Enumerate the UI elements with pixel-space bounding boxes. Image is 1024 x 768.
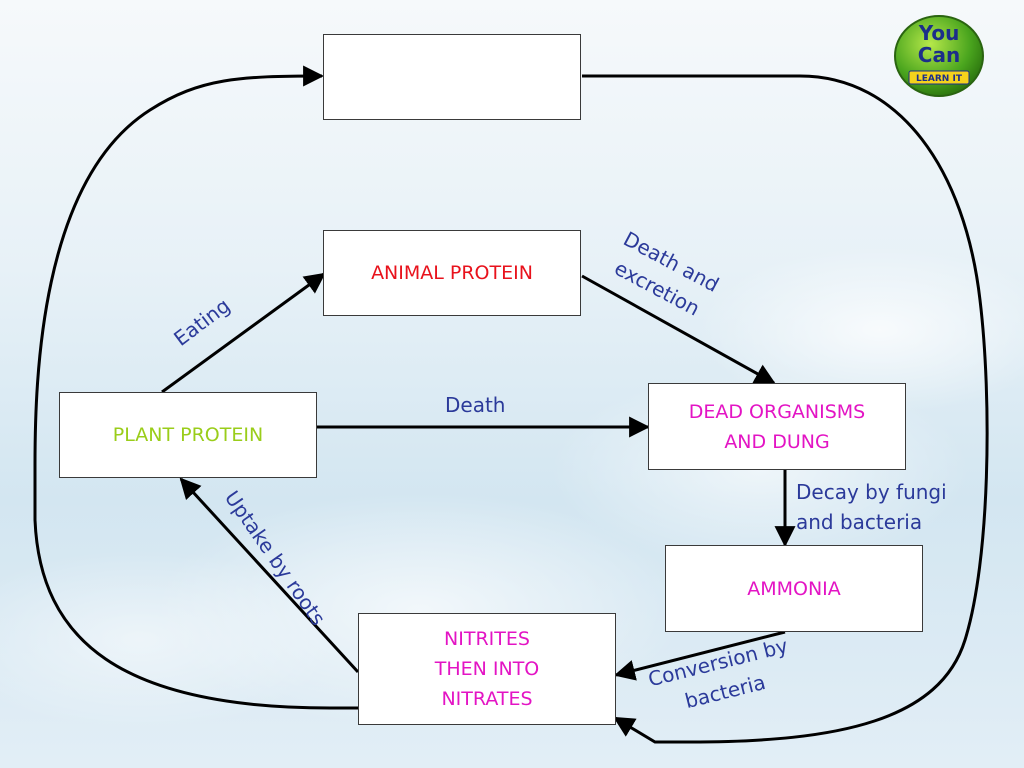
nitrites-text: NITRITES THEN INTO NITRATES bbox=[434, 628, 540, 710]
ammonia-box: AMMONIA bbox=[665, 545, 923, 632]
outer-loop-arrow bbox=[33, 65, 358, 710]
logo-icon: You Can LEARN IT bbox=[894, 15, 984, 97]
animal-protein-box: ANIMAL PROTEIN bbox=[323, 230, 581, 316]
outer-loop-right-arrow bbox=[582, 74, 989, 744]
eating-arrow bbox=[161, 272, 326, 394]
decay-label: Decay by fungi and bacteria bbox=[796, 480, 947, 534]
death-label: Death bbox=[445, 393, 506, 417]
logo-tagline: LEARN IT bbox=[916, 74, 963, 84]
logo-line2: Can bbox=[918, 43, 960, 67]
you-can-learn-it-logo: You Can LEARN IT bbox=[892, 14, 986, 100]
nitrites-box: NITRITES THEN INTO NITRATES bbox=[358, 613, 616, 725]
top-blank-box bbox=[323, 34, 581, 120]
dead-organisms-text: DEAD ORGANISMS AND DUNG bbox=[688, 400, 866, 453]
conversion-arrow bbox=[613, 630, 786, 681]
death-excretion-arrow bbox=[581, 274, 776, 385]
animal-protein-text: ANIMAL PROTEIN bbox=[371, 262, 533, 284]
dead-organisms-box: DEAD ORGANISMS AND DUNG bbox=[648, 383, 906, 470]
plant-protein-text: PLANT PROTEIN bbox=[112, 424, 264, 446]
ammonia-text: AMMONIA bbox=[747, 577, 841, 600]
logo-line1: You bbox=[918, 21, 960, 45]
plant-protein-box: PLANT PROTEIN bbox=[59, 392, 317, 478]
uptake-arrow bbox=[179, 477, 360, 674]
